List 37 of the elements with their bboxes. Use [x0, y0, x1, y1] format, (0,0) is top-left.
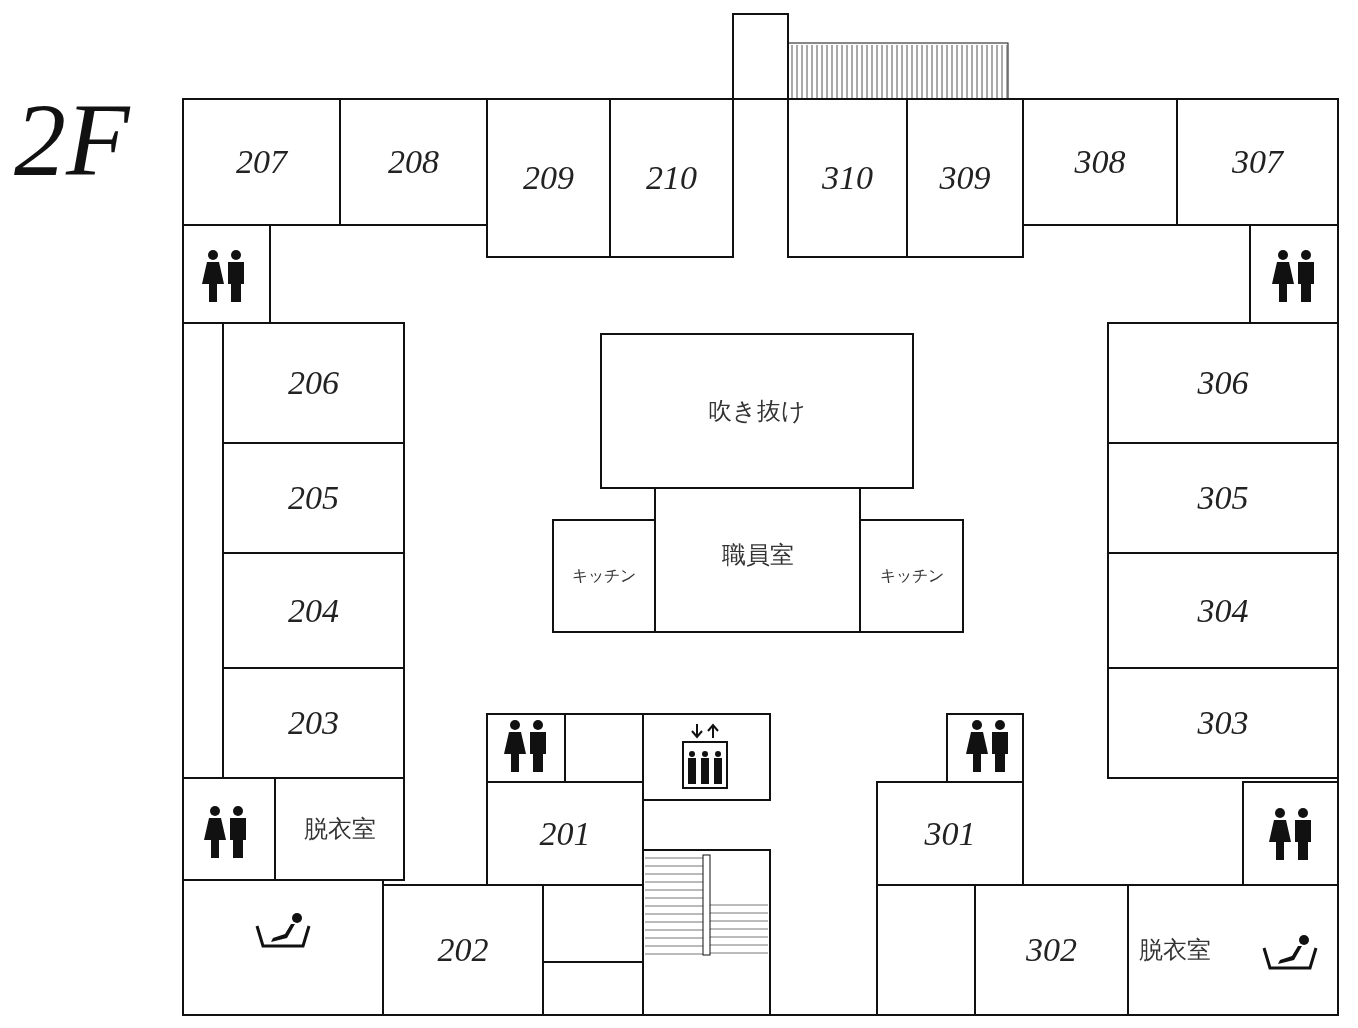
room-number: 207: [236, 143, 287, 181]
room-number: 206: [288, 364, 339, 402]
room: [787, 98, 908, 258]
room-number: 208: [388, 143, 439, 181]
room-number: 306: [1197, 364, 1249, 402]
floor-title: 2F: [14, 88, 130, 192]
room: [609, 98, 734, 258]
room-number: 308: [1074, 143, 1126, 181]
room-number: 310: [822, 159, 873, 197]
room: [600, 333, 914, 489]
room-number: 210: [646, 159, 697, 197]
room: [552, 519, 656, 633]
room-number: 201: [539, 814, 591, 853]
room: [1107, 667, 1339, 779]
room-number: 205: [288, 479, 339, 517]
room-number: 304: [1197, 591, 1249, 630]
room-name: キッチン: [879, 565, 944, 587]
room: [876, 781, 1024, 886]
room: [654, 487, 861, 633]
room-name: キッチン: [572, 565, 636, 587]
room-name: 脱衣室: [1139, 935, 1211, 966]
room: [486, 781, 644, 886]
room-number: 307: [1232, 143, 1283, 181]
room-name: 脱衣室: [303, 814, 376, 845]
room-number: 204: [288, 591, 339, 630]
room-name: 吹き抜け: [708, 396, 806, 427]
room-number: 309: [939, 159, 991, 197]
room-number: 209: [523, 159, 574, 197]
room-number: 303: [1197, 704, 1249, 742]
room-number: 302: [1026, 931, 1077, 969]
room-number: 301: [924, 814, 976, 853]
room-number: 202: [437, 931, 489, 969]
room-name: 職員室: [721, 540, 794, 571]
room: [859, 519, 964, 633]
room-number: 203: [288, 704, 339, 742]
room-number: 305: [1197, 479, 1249, 517]
room: [906, 98, 1024, 258]
